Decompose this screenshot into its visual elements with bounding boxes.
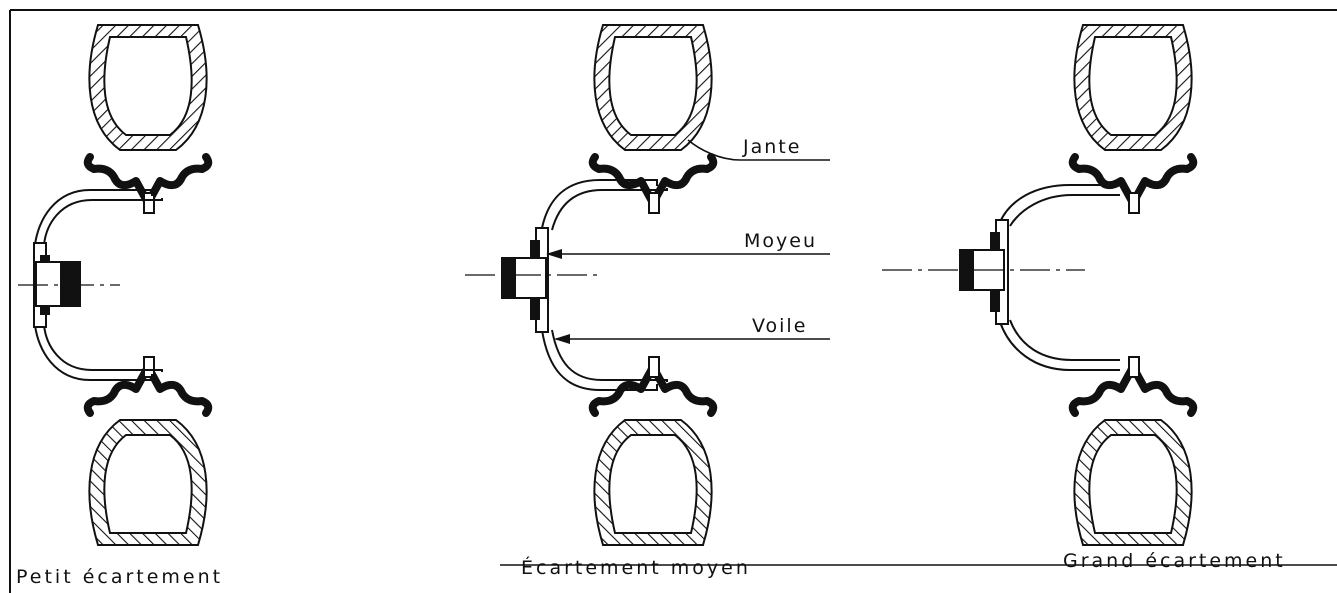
wheel-right <box>882 24 1193 546</box>
wheel-left <box>18 24 208 546</box>
caption-middle: Écartement moyen <box>521 557 751 579</box>
caption-right: Grand écartement <box>1063 550 1286 572</box>
label-moyeu: Moyeu <box>744 230 817 252</box>
caption-left: Petit écartement <box>16 566 224 588</box>
wheel-middle <box>465 24 830 546</box>
label-voile: Voile <box>752 315 808 337</box>
label-jante: Jante <box>743 136 802 158</box>
